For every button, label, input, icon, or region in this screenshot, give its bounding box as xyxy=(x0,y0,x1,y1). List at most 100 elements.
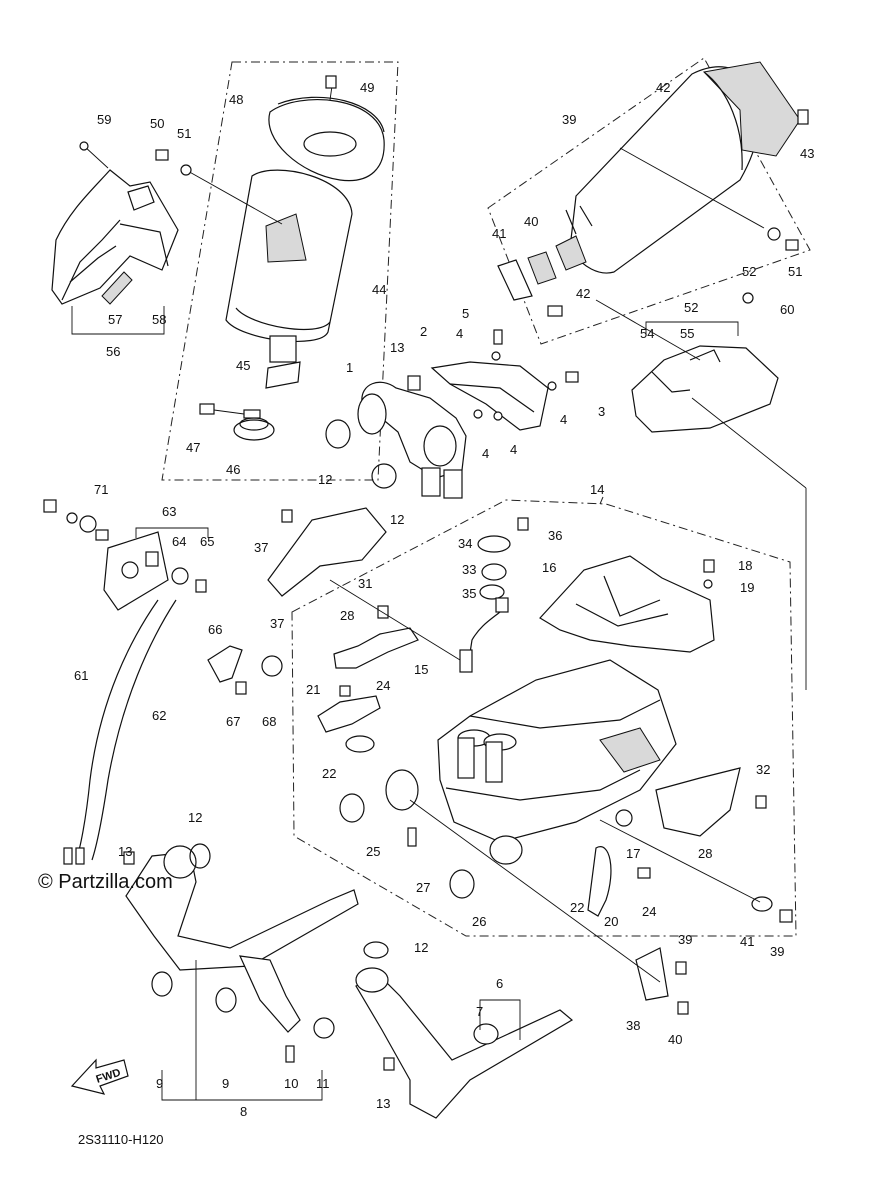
leader-52a xyxy=(185,169,283,225)
heat-shield-33 xyxy=(267,507,387,597)
bushing-17 xyxy=(615,809,633,827)
callout-56: 56 xyxy=(106,344,120,359)
gasket-12c xyxy=(189,843,211,869)
muffler-45 xyxy=(225,169,353,389)
callout-47: 46 xyxy=(226,462,240,477)
group-outline-39 xyxy=(487,57,811,345)
callout-9a: 9 xyxy=(156,1076,163,1091)
callout-13: 13 xyxy=(390,340,404,355)
callout-12c: 12 xyxy=(188,810,202,825)
clamp-9a xyxy=(151,971,173,997)
callout-6: 6 xyxy=(496,976,503,991)
bolt-23b xyxy=(637,867,651,879)
callout-39: 39 xyxy=(562,112,576,127)
washer-52b xyxy=(767,227,781,241)
callout-51: 50 xyxy=(150,116,164,131)
callout-7: 7 xyxy=(476,1004,483,1019)
callout-29: 33 xyxy=(462,562,476,577)
bracket-62 xyxy=(135,527,209,538)
callout-21: 21 xyxy=(306,682,320,697)
washer-4a xyxy=(491,351,501,361)
bolt-32 xyxy=(517,517,529,531)
callout-64: 65 xyxy=(200,534,214,549)
callout-25: 27 xyxy=(416,880,430,895)
callout-31: 35 xyxy=(462,586,476,601)
bolt-37a xyxy=(677,1001,689,1015)
leader-33 xyxy=(329,579,461,661)
forward-arrow-icon: FWD xyxy=(70,1058,129,1095)
bolt-51b xyxy=(785,239,799,251)
callout-12b: 12 xyxy=(390,512,404,527)
collar-69 xyxy=(95,529,109,541)
callout-20: 20 xyxy=(604,914,618,929)
chamber-14 xyxy=(437,659,677,843)
callout-2: 2 xyxy=(420,324,427,339)
gasket-12d xyxy=(363,941,389,959)
callout-43: 42 xyxy=(656,80,670,95)
callout-10: 10 xyxy=(284,1076,298,1091)
callout-22a: 22 xyxy=(322,766,336,781)
bracket-8 xyxy=(161,1070,323,1101)
callout-4b: 4 xyxy=(482,446,489,461)
callout-23b: 24 xyxy=(642,904,656,919)
bolt-59a xyxy=(79,141,89,151)
callout-65: 66 xyxy=(208,622,222,637)
callout-4d: 4 xyxy=(560,412,567,427)
exhaust-pipe-1 xyxy=(357,381,467,499)
callout-15: 15 xyxy=(414,662,428,677)
bracket-65 xyxy=(207,645,243,683)
callout-1: 1 xyxy=(346,360,353,375)
leader-35 xyxy=(409,799,661,983)
callout-4c: 4 xyxy=(510,442,517,457)
callout-52b: 52 xyxy=(742,264,756,279)
bolt-5 xyxy=(493,329,503,345)
callout-8: 8 xyxy=(240,1104,247,1119)
bracket-6 xyxy=(479,999,521,1040)
bolt-44 xyxy=(797,109,809,125)
leader-52b xyxy=(619,147,765,229)
bolt-37b xyxy=(779,909,793,923)
washer-4b xyxy=(473,409,483,419)
callout-46: 45 xyxy=(236,358,250,373)
gasket-12b xyxy=(371,463,397,489)
callout-38: 41 xyxy=(740,934,754,949)
bolt-28b xyxy=(755,795,767,809)
gasket-20 xyxy=(587,846,612,917)
watermark: © Partzilla.com xyxy=(38,871,173,893)
callout-24b: 26 xyxy=(472,914,486,929)
bracket-56 xyxy=(71,306,165,335)
callout-53: 52 xyxy=(684,300,698,315)
bolt-34 xyxy=(281,509,293,523)
callout-12a: 12 xyxy=(318,472,332,487)
gasket-12a xyxy=(325,419,351,449)
callout-3: 3 xyxy=(598,404,605,419)
bolt-59b xyxy=(742,292,754,304)
washer-4c xyxy=(493,411,503,421)
callout-41: 41 xyxy=(492,226,506,241)
callout-30: 34 xyxy=(458,536,472,551)
callout-37a: 40 xyxy=(668,1032,682,1047)
bracket-26 xyxy=(333,627,419,669)
heat-shield-56 xyxy=(51,169,179,305)
callout-62: 63 xyxy=(162,504,176,519)
clamp-47 xyxy=(233,409,275,441)
callout-40: 40 xyxy=(524,214,538,229)
muffler-39 xyxy=(527,61,801,285)
gasket-31 xyxy=(479,584,505,600)
callout-32: 36 xyxy=(548,528,562,543)
callout-23a: 24 xyxy=(376,678,390,693)
clamp-9b xyxy=(215,987,237,1013)
heat-shield-27 xyxy=(655,767,741,837)
leader-48 xyxy=(213,409,245,415)
callout-13b: 13 xyxy=(118,844,132,859)
diagram-code: 2S31110-H120 xyxy=(78,1132,164,1147)
callout-57: 57 xyxy=(108,312,122,327)
callout-17: 17 xyxy=(626,846,640,861)
bolt-36 xyxy=(675,961,687,975)
valve-actuator-62 xyxy=(103,531,169,611)
callout-52: 51 xyxy=(177,126,191,141)
heat-shield-16 xyxy=(539,555,715,653)
callout-59b: 60 xyxy=(780,302,794,317)
bolt-42 xyxy=(547,305,563,317)
